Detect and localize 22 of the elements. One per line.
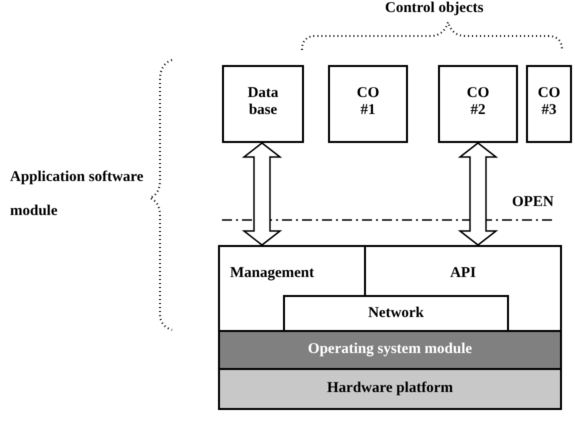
node-label: CO #3 xyxy=(536,85,562,119)
module-box xyxy=(283,295,509,332)
node-label: CO #1 xyxy=(356,85,380,119)
node-label: Hardware platform xyxy=(327,380,453,397)
block-arrow xyxy=(242,142,282,246)
block-arrow xyxy=(458,142,498,246)
group-label: Control objects xyxy=(385,0,484,17)
process-box xyxy=(328,65,408,143)
group-label: Application software module xyxy=(10,168,144,221)
node-label: CO #2 xyxy=(466,85,490,119)
node-label: Data base xyxy=(246,85,280,119)
node-label: API xyxy=(450,265,476,282)
database-box xyxy=(222,65,304,143)
module-box xyxy=(364,245,562,297)
node-label: Operating system module xyxy=(308,341,472,358)
layer-bar xyxy=(218,330,562,370)
process-box xyxy=(526,65,572,143)
layer-bar xyxy=(218,368,562,410)
boundary-label: OPEN xyxy=(512,194,554,211)
node-label: Network xyxy=(368,305,424,322)
process-box xyxy=(438,65,518,143)
node-label: Management xyxy=(230,265,314,282)
